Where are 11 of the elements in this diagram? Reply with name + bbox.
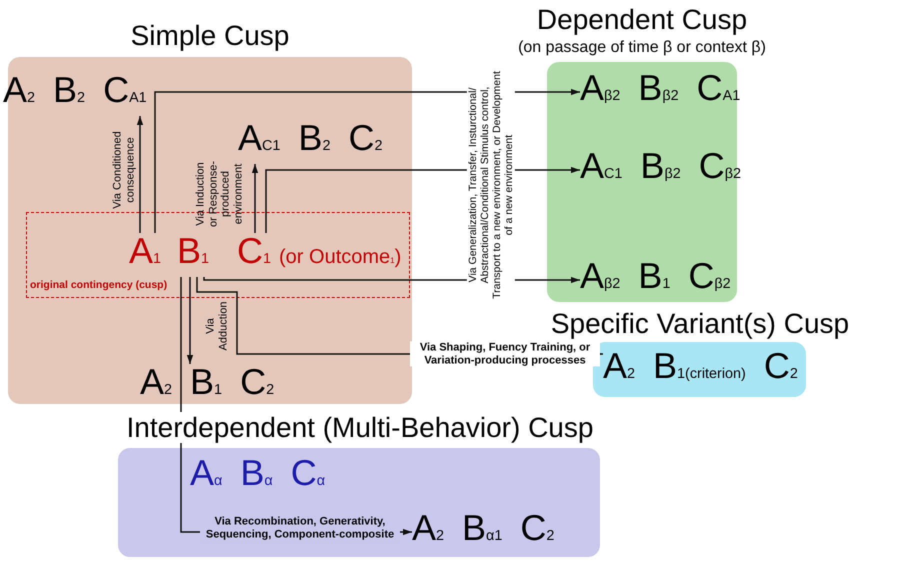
arrow [136, 116, 144, 233]
edge-label: Via Conditioned consequence [111, 130, 137, 211]
edge-label: Via Shaping, Fuency Training, or Variation-producing processes [410, 341, 600, 367]
arrow [154, 88, 580, 233]
arrow [186, 277, 194, 364]
arrow [252, 164, 258, 233]
frame-label: original contingency (cusp) [30, 279, 168, 291]
edge-label: Via Adduction [204, 300, 230, 352]
panel-subtitle: (on passage of time β or context β) [517, 38, 767, 58]
edge-label: Via Induction or Response-produced environment [194, 160, 246, 230]
edge-label: Via Recombination, Generativity, Sequencing, Component-composite [200, 515, 400, 541]
